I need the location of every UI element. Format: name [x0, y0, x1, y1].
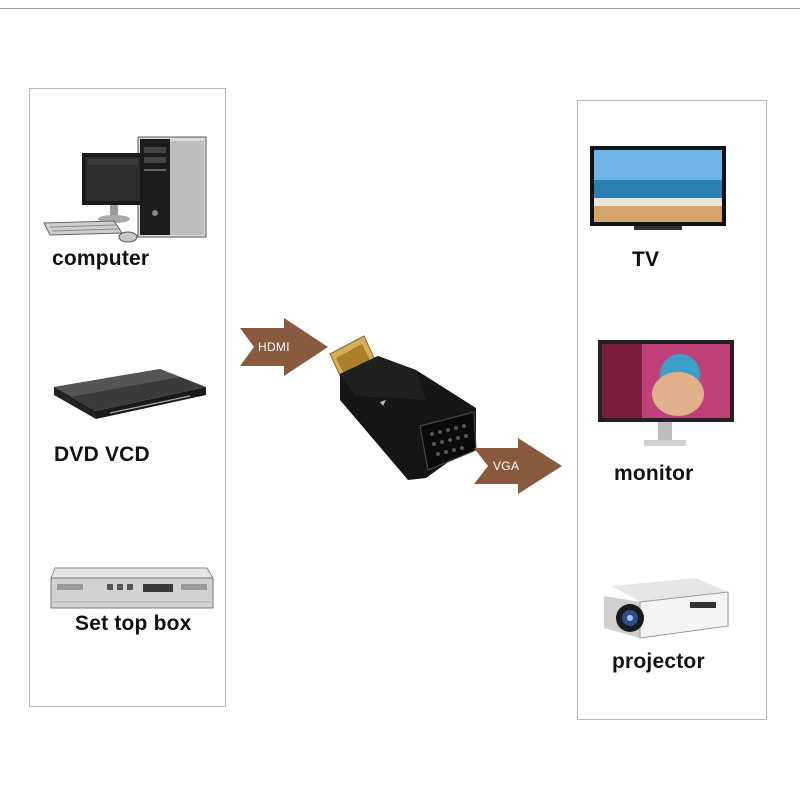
monitor-icon [598, 340, 734, 446]
vga-arrow-icon [474, 438, 562, 494]
monitor-label: monitor [614, 462, 694, 485]
projector-label: projector [612, 650, 705, 673]
desktop-computer-icon [43, 136, 207, 243]
computer-label: computer [52, 247, 150, 270]
top-rule [0, 8, 800, 9]
set-top-box-label: Set top box [75, 612, 192, 635]
tv-label: TV [632, 248, 660, 271]
vga-arrow-label: VGA [493, 459, 520, 473]
projector-icon [604, 578, 729, 639]
dvd-player-icon [54, 369, 206, 419]
tv-icon [590, 146, 726, 230]
dvd-vcd-label: DVD VCD [54, 443, 150, 466]
hdmi-arrow-label: HDMI [258, 340, 290, 354]
hdmi-arrow-icon [240, 318, 328, 376]
set-top-box-icon [50, 567, 214, 609]
hdmi-to-vga-adapter-icon [329, 335, 477, 480]
